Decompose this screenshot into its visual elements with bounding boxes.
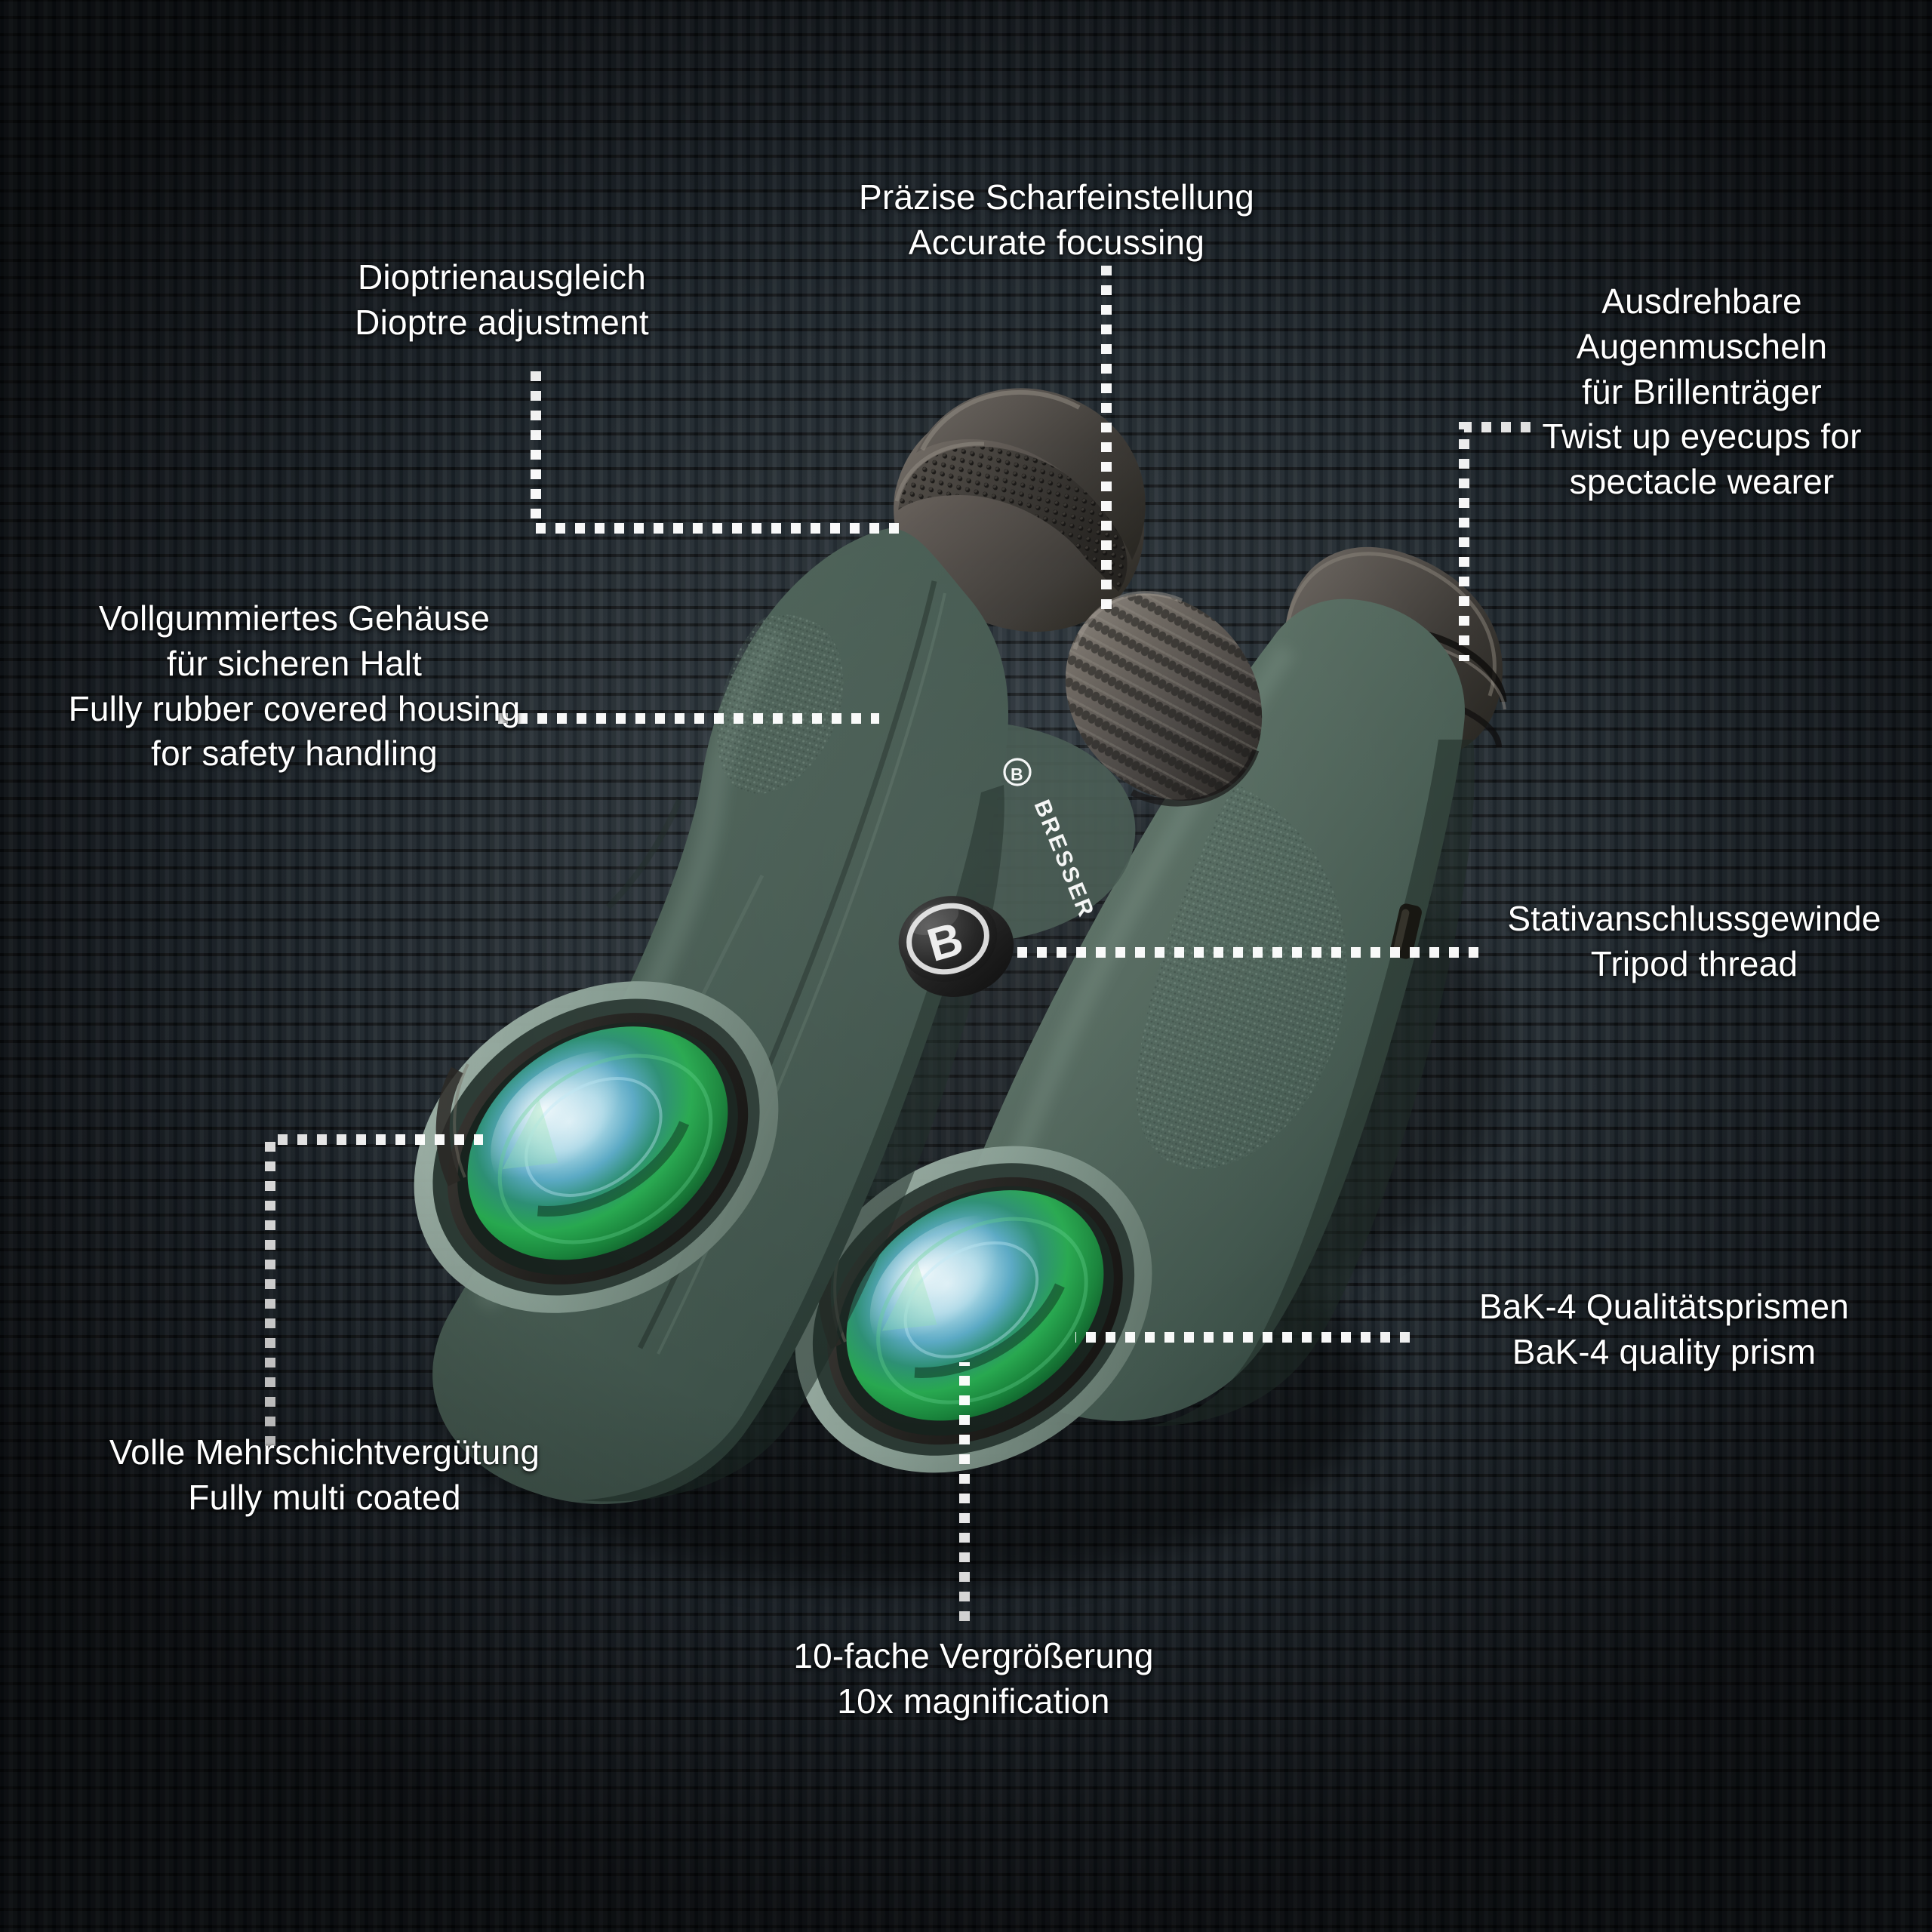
leader-dioptre bbox=[531, 371, 900, 534]
callout-tripod-thread: Stativanschlussgewinde Tripod thread bbox=[1507, 899, 1881, 983]
callout-fully-multi-coated: Volle Mehrschichtvergütung Fully multi c… bbox=[109, 1432, 540, 1517]
leader-eyecups bbox=[1459, 422, 1531, 661]
callout-accurate-focussing: Präzise Scharfeinstellung Accurate focus… bbox=[858, 177, 1255, 262]
leader-coated bbox=[265, 1134, 483, 1446]
callout-rubber-covered-housing: Vollgummiertes Gehäuse für sicheren Halt… bbox=[68, 598, 521, 774]
callout-twist-up-eyecups: Ausdrehbare Augenmuscheln für Brillenträ… bbox=[1542, 281, 1862, 502]
callout-bak4-quality-prism: BaK-4 Qualitätsprismen BaK-4 quality pri… bbox=[1478, 1287, 1850, 1371]
callout-magnification: 10-fache Vergrößerung 10x magnification bbox=[793, 1636, 1154, 1721]
callout-dioptre-adjustment: Dioptrienausgleich Dioptre adjustment bbox=[355, 257, 649, 342]
